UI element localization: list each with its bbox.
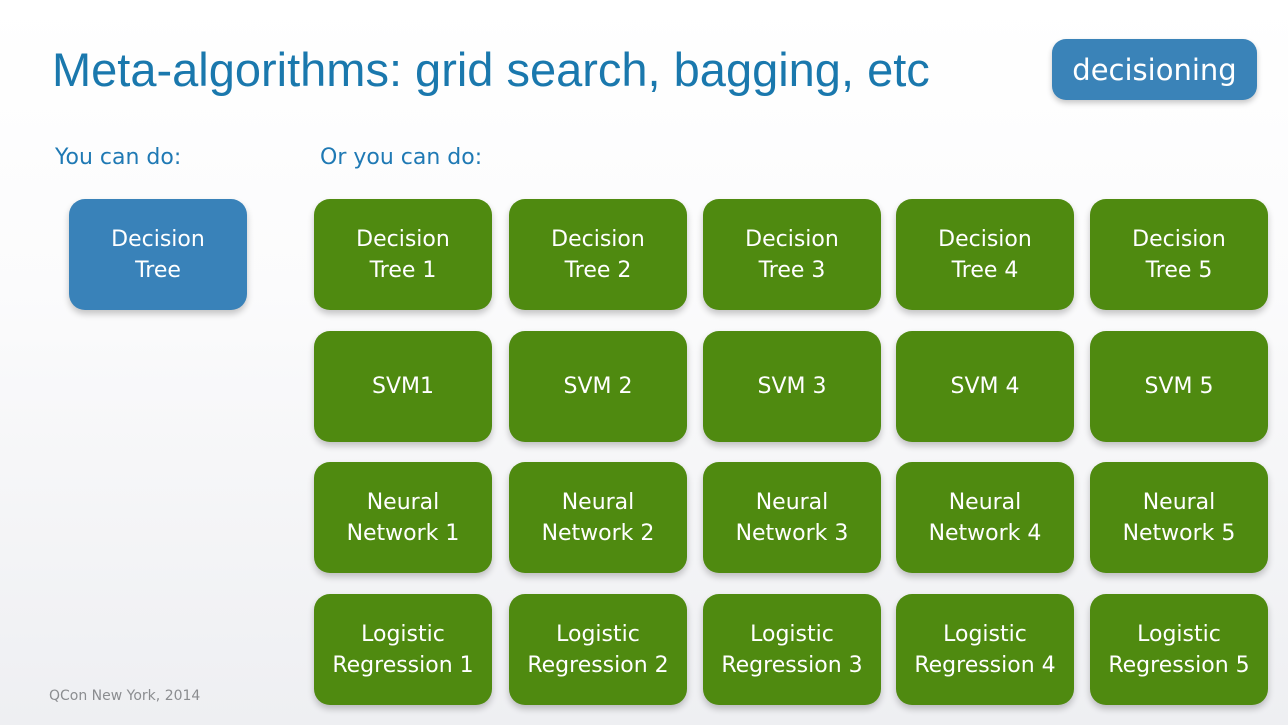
decision-tree-4-label: Decision Tree 4	[938, 226, 1032, 283]
decisioning-tag: decisioning	[1052, 39, 1257, 100]
svm-5-label: SVM 5	[1144, 374, 1214, 399]
logistic-regression-4-box: Logistic Regression 4	[896, 594, 1074, 705]
decision-tree-3-box: Decision Tree 3	[703, 199, 881, 310]
neural-network-1-label: Neural Network 1	[346, 489, 460, 546]
logistic-regression-3-label: Logistic Regression 3	[721, 621, 863, 678]
decision-tree-5-label: Decision Tree 5	[1132, 226, 1226, 283]
logistic-regression-5-label: Logistic Regression 5	[1108, 621, 1250, 678]
svm-4-box: SVM 4	[896, 331, 1074, 442]
svm-1-label: SVM1	[372, 374, 434, 399]
logistic-regression-4-label: Logistic Regression 4	[914, 621, 1056, 678]
neural-network-5-box: Neural Network 5	[1090, 462, 1268, 573]
logistic-regression-2-box: Logistic Regression 2	[509, 594, 687, 705]
you-can-do-label: You can do:	[55, 145, 182, 170]
svm-2-box: SVM 2	[509, 331, 687, 442]
svm-5-box: SVM 5	[1090, 331, 1268, 442]
svm-2-label: SVM 2	[563, 374, 633, 399]
decision-tree-2-label: Decision Tree 2	[551, 226, 645, 283]
logistic-regression-1-box: Logistic Regression 1	[314, 594, 492, 705]
logistic-regression-3-box: Logistic Regression 3	[703, 594, 881, 705]
decision-tree-3-label: Decision Tree 3	[745, 226, 839, 283]
decision-tree-1-box: Decision Tree 1	[314, 199, 492, 310]
single-decision-tree-box: Decision Tree	[69, 199, 247, 310]
svm-3-box: SVM 3	[703, 331, 881, 442]
decision-tree-2-box: Decision Tree 2	[509, 199, 687, 310]
decision-tree-4-box: Decision Tree 4	[896, 199, 1074, 310]
slide-title: Meta-algorithms: grid search, bagging, e…	[52, 43, 930, 96]
neural-network-3-box: Neural Network 3	[703, 462, 881, 573]
neural-network-4-box: Neural Network 4	[896, 462, 1074, 573]
svm-4-label: SVM 4	[950, 374, 1020, 399]
or-you-can-do-label: Or you can do:	[320, 145, 483, 170]
svm-3-label: SVM 3	[757, 374, 827, 399]
logistic-regression-1-label: Logistic Regression 1	[332, 621, 474, 678]
footer-text: QCon New York, 2014	[49, 688, 201, 704]
neural-network-5-label: Neural Network 5	[1122, 489, 1236, 546]
neural-network-3-label: Neural Network 3	[735, 489, 849, 546]
logistic-regression-5-box: Logistic Regression 5	[1090, 594, 1268, 705]
svm-1-box: SVM1	[314, 331, 492, 442]
decision-tree-5-box: Decision Tree 5	[1090, 199, 1268, 310]
single-decision-tree-label: Decision Tree	[111, 226, 205, 283]
decision-tree-1-label: Decision Tree 1	[356, 226, 450, 283]
neural-network-1-box: Neural Network 1	[314, 462, 492, 573]
neural-network-2-box: Neural Network 2	[509, 462, 687, 573]
neural-network-4-label: Neural Network 4	[928, 489, 1042, 546]
logistic-regression-2-label: Logistic Regression 2	[527, 621, 669, 678]
neural-network-2-label: Neural Network 2	[541, 489, 655, 546]
